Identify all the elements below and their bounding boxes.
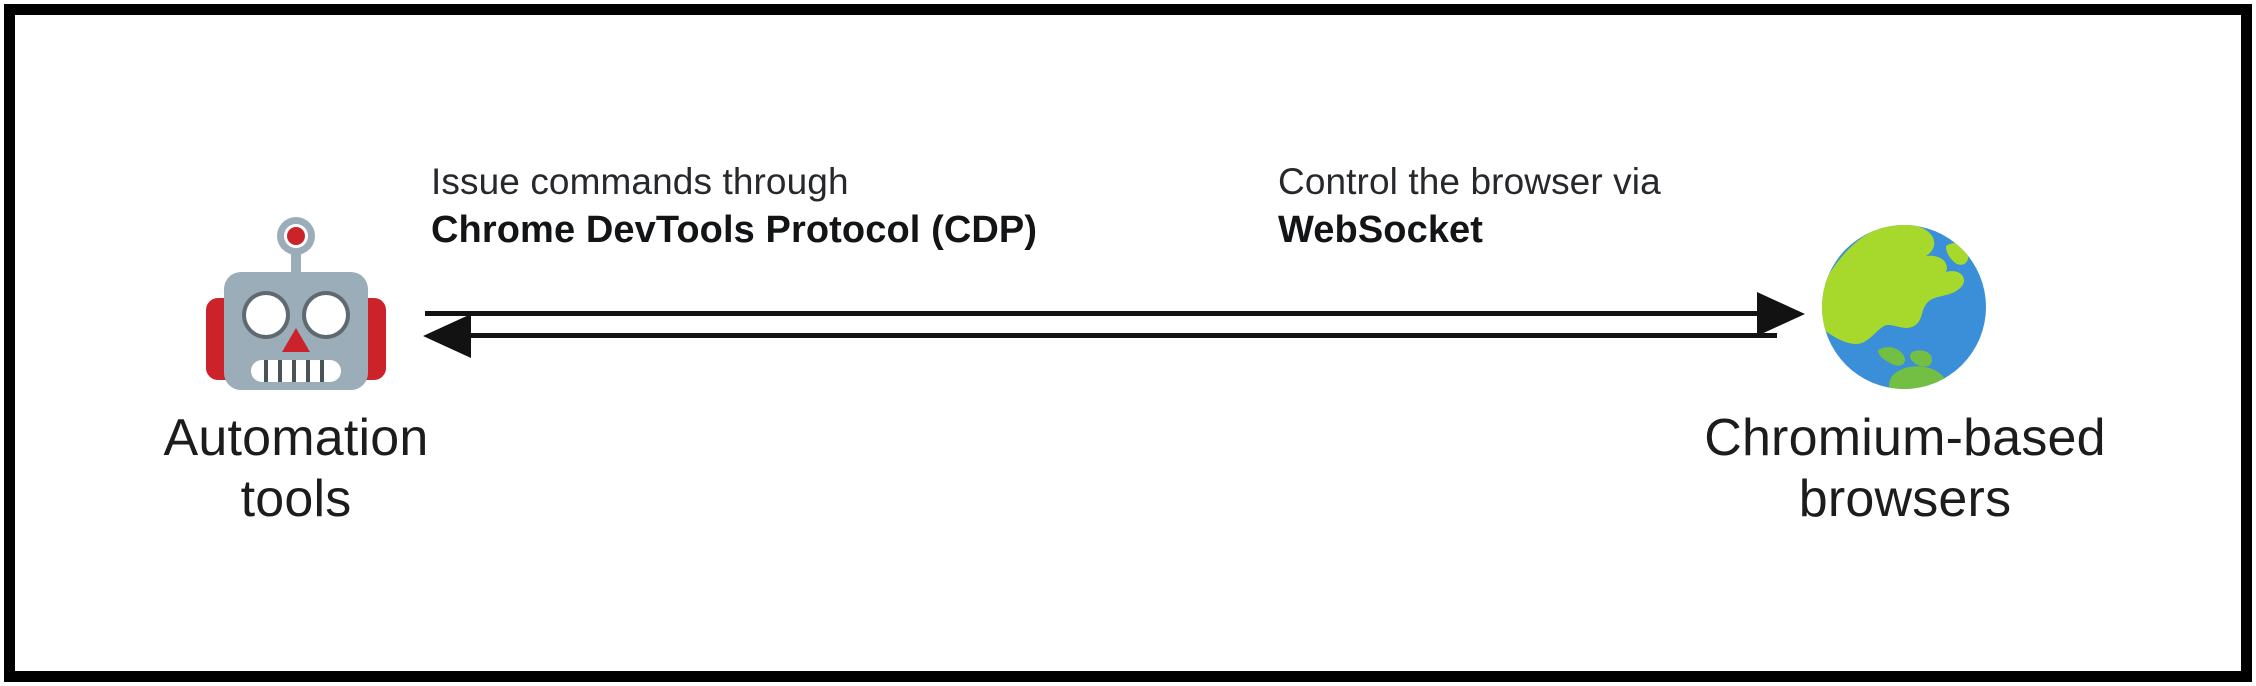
robot-icon: [196, 200, 396, 392]
arrow-to-tools-shaft: [452, 333, 1777, 338]
annotation-websocket: Control the browser via WebSocket: [1278, 158, 1661, 255]
caption-line-2: browsers: [1798, 469, 2012, 528]
annotation-cdp-line-2: Chrome DevTools Protocol (CDP): [431, 209, 1038, 252]
node-caption-automation-tools: Automation tools: [76, 408, 516, 530]
arrow-to-browser-shaft: [425, 311, 1762, 316]
annotation-websocket-line-1: Control the browser via: [1278, 161, 1661, 202]
arrow-to-browser-head-icon: [1757, 292, 1805, 336]
caption-line-2: tools: [240, 469, 352, 528]
globe-icon: [1820, 222, 1988, 392]
annotation-cdp: Issue commands through Chrome DevTools P…: [431, 158, 1037, 255]
caption-line-1: Automation: [163, 409, 429, 467]
node-caption-chromium-browsers: Chromium-based browsers: [1650, 408, 2160, 530]
annotation-cdp-line-1: Issue commands through: [431, 161, 849, 202]
arrow-to-tools-head-icon: [423, 314, 471, 358]
annotation-websocket-line-2: WebSocket: [1278, 209, 1484, 252]
caption-line-1: Chromium-based: [1704, 409, 2106, 467]
